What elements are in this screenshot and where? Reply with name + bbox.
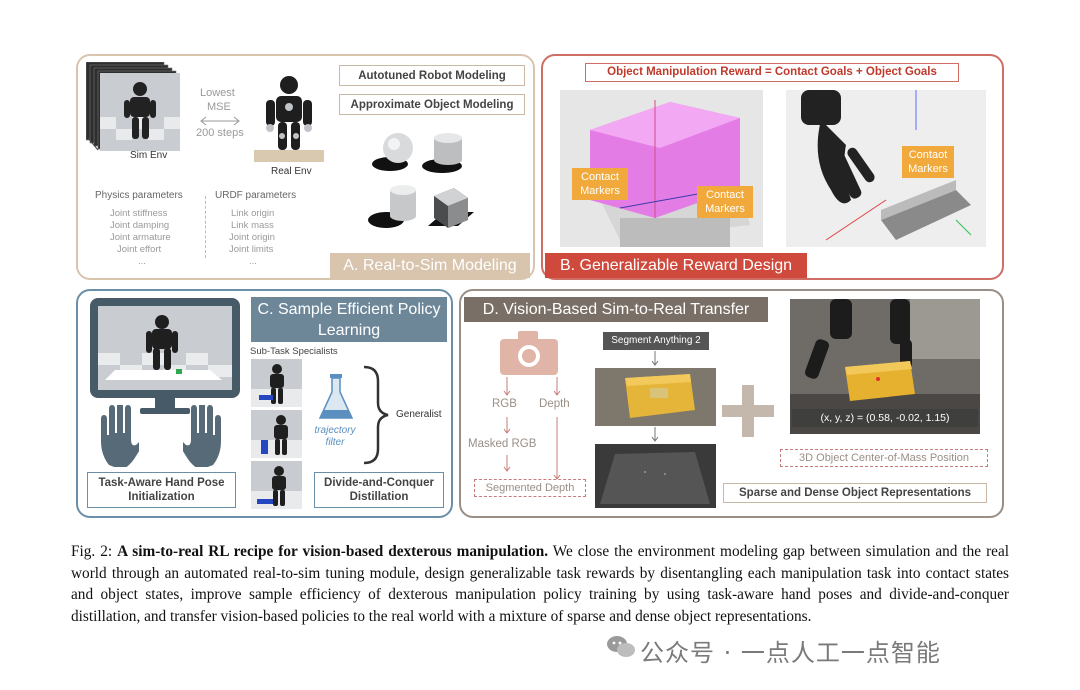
physics-params-title: Physics parameters — [95, 190, 183, 202]
segmented-depth-label: Segmented Depth — [474, 479, 586, 497]
urdf-param-4: Joint limits — [229, 244, 273, 256]
com-position-label: 3D Object Center-of-Mass Position — [780, 449, 988, 467]
steps-label: 200 steps — [196, 127, 244, 139]
physics-param-3: Joint armature — [110, 232, 171, 244]
right-hand-icon — [183, 405, 227, 472]
depth-label: Depth — [539, 398, 570, 410]
specialist-image-2 — [251, 410, 302, 458]
depth-image — [595, 444, 716, 508]
physics-param-5: ... — [138, 256, 146, 268]
trajectory-filter-label: trajectory filter — [310, 425, 360, 449]
specialist-image-1 — [251, 359, 302, 407]
real-env-label: Real Env — [271, 166, 312, 177]
physics-param-2: Joint damping — [110, 220, 169, 232]
plus-icon — [722, 385, 774, 442]
urdf-param-3: Joint origin — [229, 232, 275, 244]
panel-b-banner: B. Generalizable Reward Design — [545, 253, 807, 278]
rgb-object-image — [595, 368, 716, 426]
figure-caption: Fig. 2: A sim-to-real RL recipe for visi… — [71, 541, 1009, 627]
mse-label-2: MSE — [207, 101, 231, 113]
flask-icon — [318, 372, 354, 427]
physics-param-4: Joint effort — [117, 244, 161, 256]
distillation-box: Divide-and-Conquer Distillation — [314, 472, 444, 508]
contact-marker-label-1: Contact Markers — [572, 168, 628, 200]
hand-pose-init-box: Task-Aware Hand Pose Initialization — [87, 472, 236, 508]
camera-icon — [500, 331, 558, 380]
panel-a-banner: A. Real-to-Sim Modeling — [330, 253, 530, 278]
monitor-icon — [90, 298, 240, 416]
contact-marker-label-2: Contact Markers — [697, 186, 753, 218]
sparse-dense-box: Sparse and Dense Object Representations — [723, 483, 987, 503]
autotuned-robot-modeling-box: Autotuned Robot Modeling — [339, 65, 525, 86]
coords-readout: (x, y, z) = (0.58, -0.02, 1.15) — [792, 409, 978, 427]
urdf-params-title: URDF parameters — [215, 190, 296, 202]
sub-task-specialists-label: Sub-Task Specialists — [250, 346, 338, 357]
caption-title: A sim-to-real RL recipe for vision-based… — [117, 543, 548, 560]
brace-icon — [360, 365, 390, 470]
panel-c-banner: C. Sample Efficient Policy Learning — [251, 297, 447, 342]
watermark-text: 公众号 · 一点人工一点智能 — [640, 633, 941, 668]
sim-env-frames — [86, 62, 186, 152]
masked-rgb-label: Masked RGB — [468, 438, 536, 450]
contact-marker-label-3: Contaot Markers — [902, 146, 954, 178]
wechat-icon — [606, 634, 636, 660]
specialist-image-3 — [251, 461, 302, 509]
urdf-param-5: ... — [249, 256, 257, 268]
left-hand-icon — [95, 405, 139, 472]
list-divider — [205, 196, 206, 258]
rgb-label: RGB — [492, 398, 517, 410]
urdf-param-1: Link origin — [231, 208, 274, 220]
caption-prefix: Fig. 2: — [71, 543, 117, 560]
urdf-param-2: Link mass — [231, 220, 274, 232]
real-robot-image — [254, 72, 324, 164]
physics-param-1: Joint stiffness — [110, 208, 167, 220]
approximate-object-modeling-box: Approximate Object Modeling — [339, 94, 525, 115]
mse-label-1: Lowest — [200, 87, 235, 99]
sim-env-label: Sim Env — [130, 150, 167, 161]
primitive-shapes-image — [368, 126, 480, 234]
generalist-label: Generalist — [396, 409, 442, 420]
reward-formula: Object Manipulation Reward = Contact Goa… — [585, 63, 959, 82]
panel-d-banner: D. Vision-Based Sim-to-Real Transfer — [464, 297, 768, 322]
sam-label: Segment Anything 2 — [603, 332, 709, 350]
real-hand-scene — [786, 90, 986, 247]
